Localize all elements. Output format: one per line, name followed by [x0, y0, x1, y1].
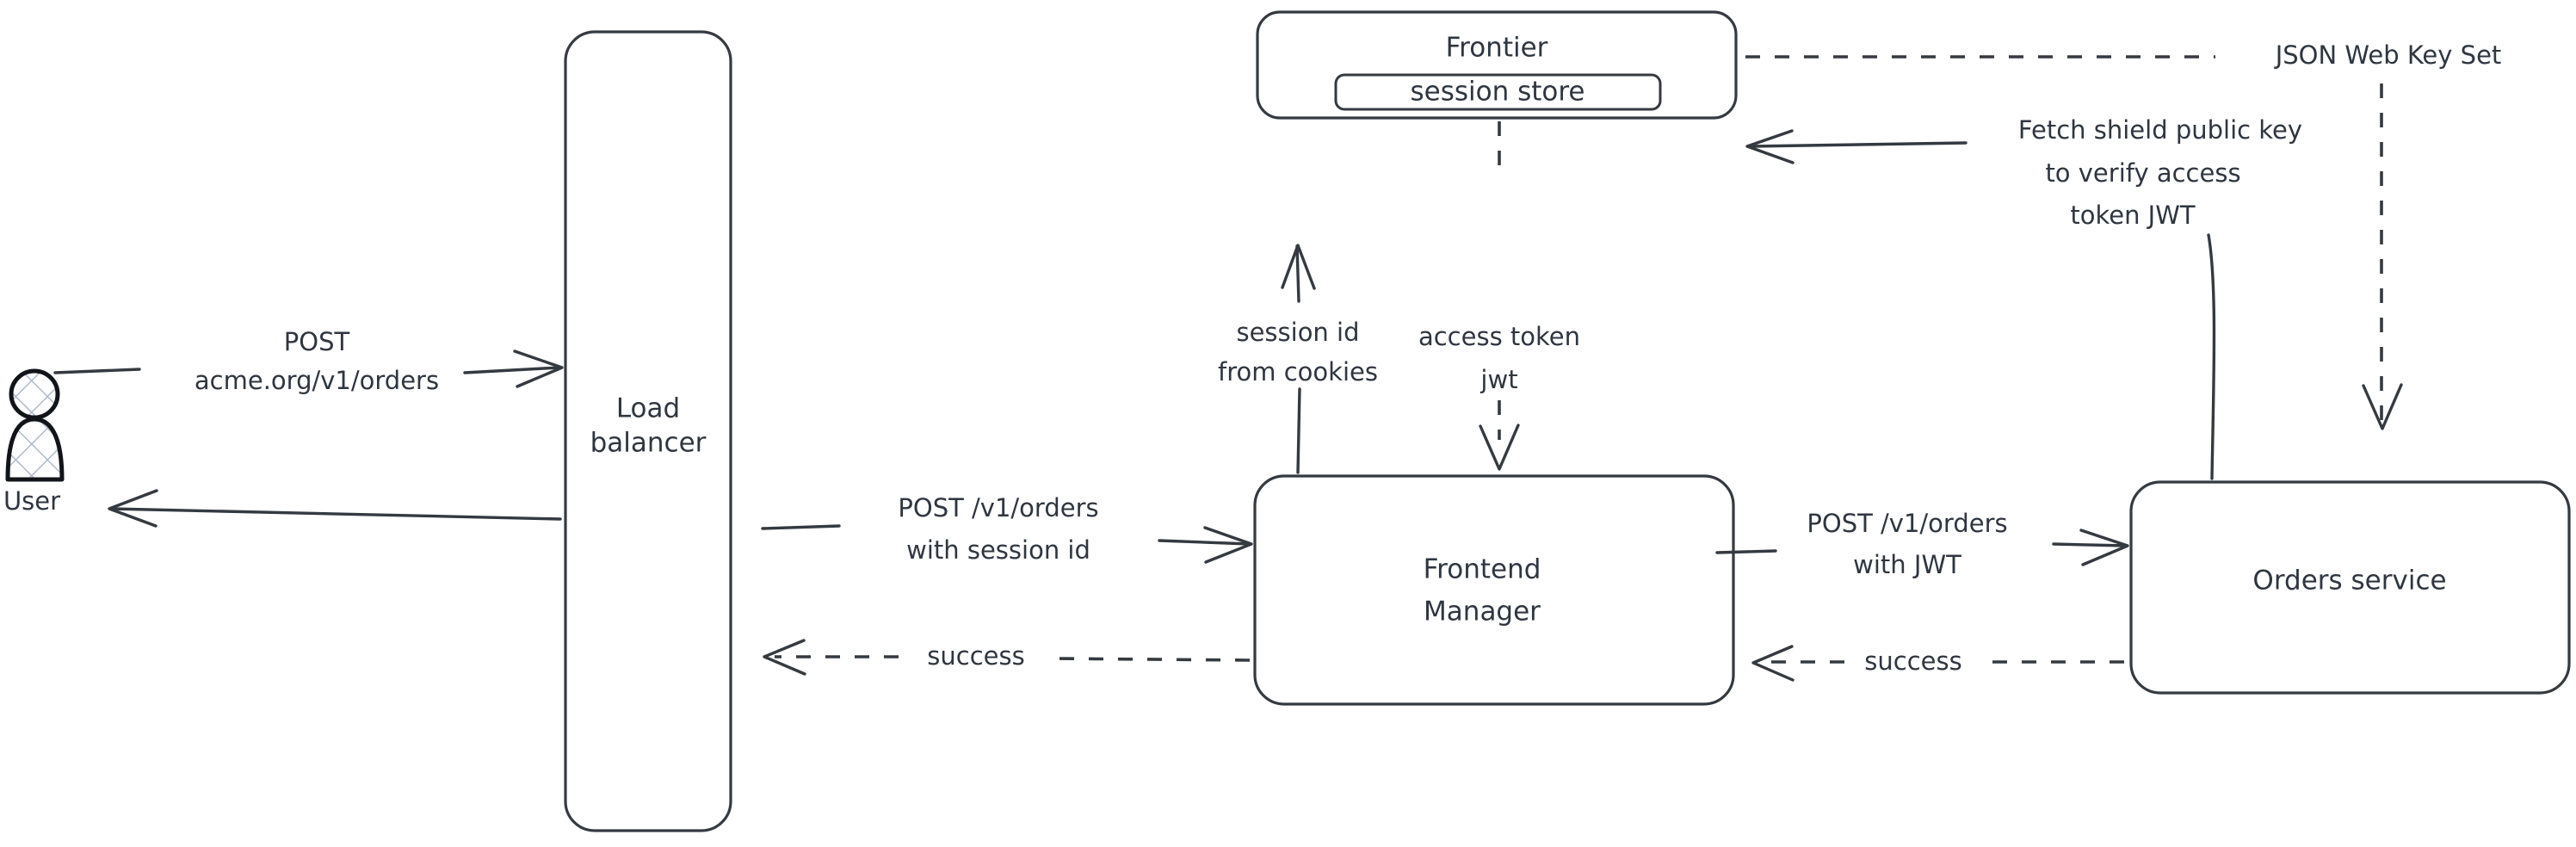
edge-user-to-lb-arrowhead: [513, 349, 564, 388]
node-session-store-label: session store: [1410, 77, 1585, 108]
node-frontend-manager-label-line2: Manager: [1424, 597, 1541, 628]
edge-user-to-lb-label-line1: POST: [284, 327, 350, 356]
edge-lb-to-fm-label-line2: with session id: [906, 535, 1090, 565]
orders-service-box: [2129, 480, 2571, 695]
edge-load-balancer-to-user: [108, 489, 562, 528]
edge-lb-to-user-line: [109, 507, 562, 521]
edge-load-balancer-to-frontend-manager: POST /v1/orders with session id: [761, 493, 1253, 565]
edge-orders-service-to-frontend-manager-success: success: [1751, 645, 2124, 682]
edge-fm-to-frontier-arrowhead: [1281, 244, 1316, 290]
frontend-manager-box: [1253, 474, 1735, 706]
edge-frontier-to-fm-label-line1: access token: [1418, 322, 1580, 351]
node-load-balancer-label-line2: balancer: [590, 428, 707, 459]
edge-lb-to-user-arrowhead: [108, 489, 158, 528]
edge-frontend-manager-to-load-balancer-success: success: [763, 639, 1251, 676]
edge-jwks-arrowhead: [2362, 383, 2403, 430]
edge-lb-to-fm-line-head: [761, 524, 841, 530]
node-orders-service[interactable]: Orders service: [2129, 480, 2571, 695]
edge-user-to-lb-line-tail: [463, 366, 561, 374]
edge-orders-to-fm-arrowhead: [1751, 645, 1795, 682]
node-frontend-manager-label-line1: Frontend: [1424, 554, 1541, 585]
edge-fm-to-orders-label-line1: POST /v1/orders: [1807, 509, 2007, 538]
edge-fm-to-frontier-line-upper: [1295, 244, 1300, 303]
node-orders-service-label: Orders service: [2252, 566, 2446, 597]
node-user[interactable]: User: [3, 368, 65, 516]
edge-frontier-to-orders-service-jwks: JSON Web Key Set: [1745, 40, 2502, 430]
edge-lb-to-fm-arrowhead: [1203, 526, 1253, 564]
node-load-balancer-label-line1: Load: [616, 393, 680, 424]
edge-orders-to-fm-success-label: success: [1864, 646, 1961, 676]
edge-user-to-lb-label-line2: acme.org/v1/orders: [195, 366, 439, 395]
edge-orders-to-frontier-label-line1: Fetch shield public key: [2018, 115, 2302, 145]
edge-fm-to-frontier-line-lower: [1296, 387, 1301, 474]
node-user-label: User: [3, 486, 60, 516]
node-frontier-label: Frontier: [1446, 33, 1548, 64]
node-frontend-manager[interactable]: Frontend Manager: [1253, 474, 1735, 706]
load-balancer-box: [564, 30, 732, 832]
edge-user-to-load-balancer: POST acme.org/v1/orders: [53, 327, 564, 395]
edge-orders-to-frontier-label-line3: token JWT: [2070, 201, 2196, 230]
edge-frontier-to-fm-label-line2: jwt: [1480, 365, 1517, 394]
edge-user-to-lb-line: [53, 368, 141, 374]
edge-frontend-manager-to-orders-service: POST /v1/orders with JWT: [1715, 509, 2129, 579]
edge-frontier-to-frontend-manager: access token jwt: [1418, 121, 1580, 471]
edge-fm-to-orders-arrowhead: [2079, 529, 2129, 566]
session-store-box: [1334, 73, 1662, 111]
edge-fm-to-frontier-label-line2: from cookies: [1218, 357, 1378, 386]
user-body-icon: [5, 417, 65, 482]
edge-fm-to-frontier-label-line1: session id: [1236, 318, 1359, 347]
node-session-store[interactable]: session store: [1334, 73, 1662, 111]
edge-frontend-manager-to-frontier: session id from cookies: [1218, 244, 1378, 474]
edge-frontier-to-fm-arrowhead: [1479, 424, 1520, 471]
edge-fm-to-orders-line-head: [1715, 549, 1777, 554]
edge-fm-to-orders-line-tail: [2052, 542, 2128, 547]
edge-fm-to-lb-success-label: success: [927, 641, 1024, 671]
edge-lb-to-fm-label-line1: POST /v1/orders: [898, 493, 1098, 522]
edge-fm-to-orders-label-line2: with JWT: [1853, 550, 1961, 579]
edge-orders-to-frontier-line: [1750, 141, 1968, 148]
edge-orders-to-frontier-label-line2: to verify access: [2045, 158, 2240, 188]
node-frontier[interactable]: Frontier session store: [1256, 10, 1738, 120]
edge-orders-service-to-frontier-fetch: Fetch shield public key to verify access…: [1745, 115, 2302, 480]
edge-jwks-label: JSON Web Key Set: [2274, 40, 2502, 70]
node-load-balancer[interactable]: Load balancer: [564, 30, 732, 832]
edge-orders-to-frontier-curve: [2207, 233, 2216, 480]
edge-fm-to-lb-dash-right: [1054, 657, 1251, 662]
user-head-icon: [9, 368, 60, 420]
edge-lb-to-fm-line-tail: [1158, 539, 1251, 546]
edge-fm-to-lb-arrowhead: [763, 639, 806, 676]
edge-orders-to-frontier-arrowhead: [1745, 129, 1795, 164]
